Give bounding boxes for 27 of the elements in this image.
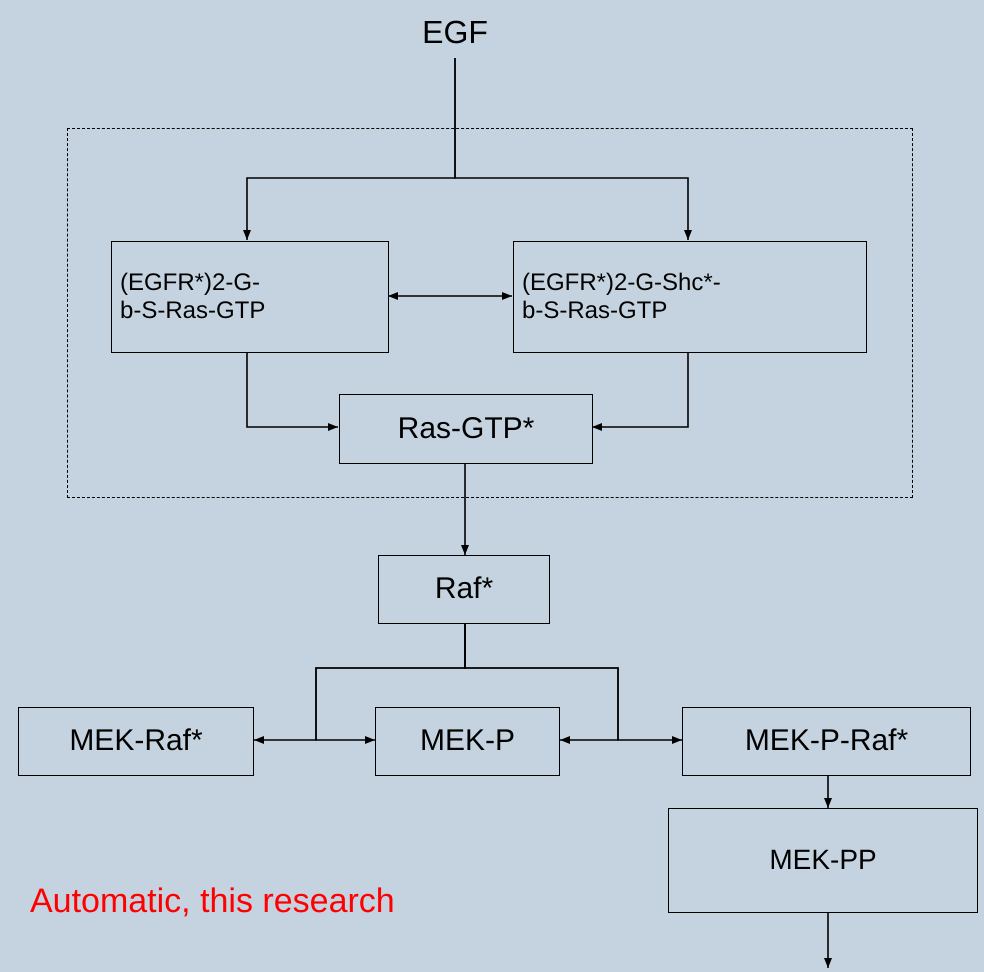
box-label: MEK-P xyxy=(420,724,515,759)
arrow xyxy=(824,776,832,808)
arrow xyxy=(388,292,512,300)
process-box xyxy=(18,707,254,776)
arrow xyxy=(454,58,692,240)
process-box xyxy=(378,555,550,624)
box-label: Raf* xyxy=(434,572,494,607)
box-label: MEK-PP xyxy=(769,844,877,877)
box-label: (EGFR*)2-G- b-S-Ras-GTP xyxy=(120,269,266,325)
process-box xyxy=(668,808,978,913)
arrow xyxy=(461,463,469,555)
box-label: (EGFR*)2-G-Shc*- b-S-Ras-GTP xyxy=(522,269,722,325)
arrow xyxy=(824,913,832,968)
dashed-group-frame xyxy=(67,128,913,498)
process-box xyxy=(513,241,867,353)
arrow xyxy=(592,352,689,431)
node-label: EGF xyxy=(422,14,488,50)
box-label: MEK-Raf* xyxy=(69,724,203,759)
box-label: MEK-P-Raf* xyxy=(744,724,908,759)
box-label: Ras-GTP* xyxy=(398,412,534,446)
process-box xyxy=(339,394,593,464)
process-box xyxy=(682,707,971,776)
process-box xyxy=(375,707,560,776)
process-box xyxy=(111,241,389,353)
note-text: Automatic, this research xyxy=(30,882,395,921)
arrow xyxy=(246,352,338,431)
arrow xyxy=(464,624,682,744)
